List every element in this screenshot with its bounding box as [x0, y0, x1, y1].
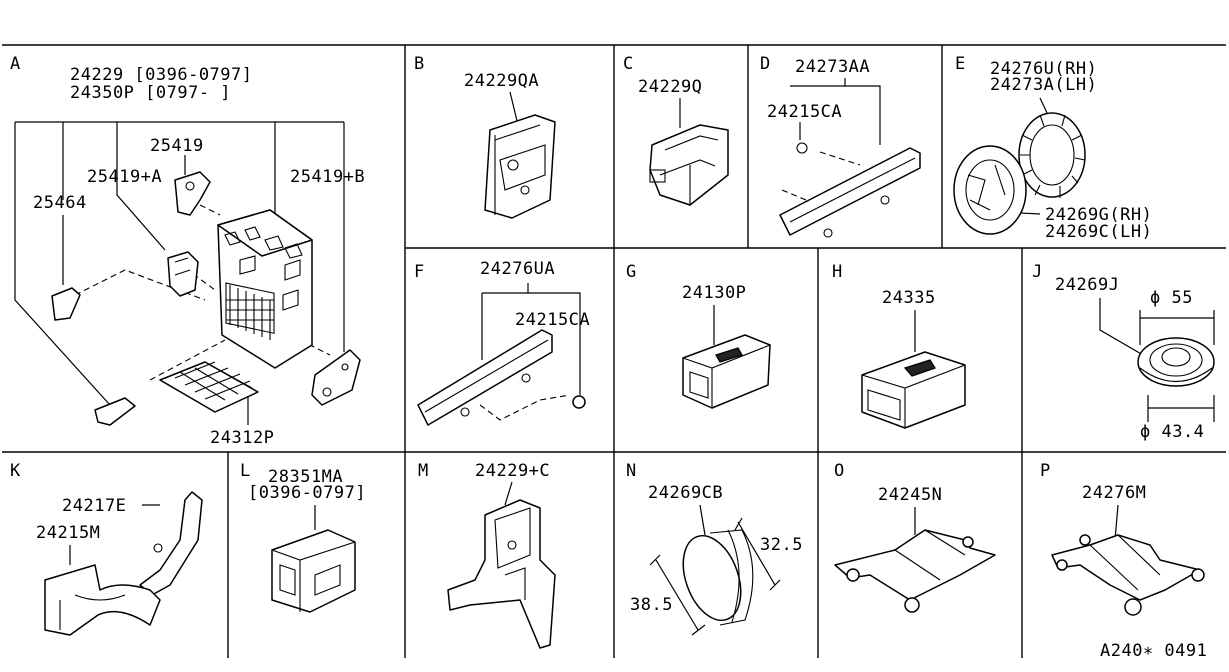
clamp-24215m	[44, 564, 161, 636]
fuse-25464	[51, 287, 81, 321]
relay-25419	[174, 171, 211, 216]
part-label: 25464	[33, 193, 87, 213]
section-letter: O	[834, 461, 844, 481]
section-letter: J	[1032, 262, 1042, 282]
section-letter: D	[760, 54, 770, 74]
grommet-ring-24276u	[1018, 112, 1086, 198]
section-d: D 24273AA 24215CA	[760, 54, 921, 238]
part-label: 24273A(LH)	[990, 75, 1097, 95]
part-label: 24130P	[682, 283, 746, 303]
section-a: A 24229 [0396-0797] 24350P [0797- ] 2541…	[10, 54, 365, 448]
diagram-id: A240∗ 0491	[1100, 641, 1207, 661]
part-label: 24273AA	[795, 57, 870, 77]
section-letter: C	[623, 54, 633, 74]
dimension-label: ϕ 55	[1150, 288, 1193, 308]
section-letter: P	[1040, 461, 1050, 481]
section-letter: E	[955, 54, 965, 74]
section-o: O 24245N	[834, 461, 996, 613]
section-letter: B	[414, 54, 424, 74]
clip-part	[94, 397, 136, 426]
dimension-label: 38.5	[630, 595, 673, 615]
section-letter: M	[418, 461, 428, 481]
part-label: 24312P	[210, 428, 274, 448]
part-label: 25419	[150, 136, 204, 156]
part-label: 24215CA	[515, 310, 590, 330]
bracket-24217e	[139, 491, 203, 596]
section-n: N 24269CB 32.5 38.5	[626, 461, 803, 636]
section-k: K 24217E 24215M	[10, 461, 203, 636]
dimension-label: 32.5	[760, 535, 803, 555]
section-h: H 24335	[832, 262, 966, 429]
grommet-ring-24269g	[953, 145, 1027, 235]
part-label: 24215M	[36, 523, 100, 543]
part-label: 24217E	[62, 496, 126, 516]
part-label: 24276U(RH)	[990, 59, 1097, 79]
section-e: E 24276U(RH) 24273A(LH) 24269G(RH) 24269…	[953, 54, 1152, 242]
bracket-25419-b	[311, 349, 361, 406]
part-label: 24276M	[1082, 483, 1146, 503]
fuse-block-24229	[217, 209, 313, 369]
part-label: 24245N	[878, 485, 942, 505]
part-label: [0396-0797]	[248, 483, 366, 503]
part-label: 24269CB	[648, 483, 723, 503]
section-letter: N	[626, 461, 636, 481]
connector-24335	[861, 351, 966, 429]
part-label: 24350P [0797- ]	[70, 83, 231, 103]
section-letter: K	[10, 461, 21, 481]
fuse-cover-24312p	[159, 361, 259, 413]
section-letter: A	[10, 54, 20, 74]
connector-24130p	[682, 334, 771, 409]
section-g: G 24130P	[626, 262, 771, 409]
part-label: 24229+C	[475, 461, 550, 481]
plug-24269cb	[682, 529, 754, 626]
part-label: 24269C(LH)	[1045, 222, 1152, 242]
grommet-24269j	[1137, 337, 1215, 387]
section-p: P 24276M	[1040, 461, 1205, 616]
section-b: B 24229QA	[414, 54, 556, 219]
bracket-24245n	[834, 529, 996, 613]
bracket-24276m	[1051, 534, 1205, 616]
part-label: 24229QA	[464, 71, 539, 91]
rail-24273aa	[779, 147, 921, 238]
part-label: 24229Q	[638, 77, 702, 97]
section-letter: F	[414, 262, 424, 282]
section-m: M 24229+C	[418, 461, 556, 649]
part-label: 24269J	[1055, 275, 1119, 295]
section-letter: G	[626, 262, 636, 282]
bracket-24229qa	[484, 114, 556, 219]
part-label: 28351MA	[268, 467, 343, 487]
section-j: J 24269J ϕ 55 ϕ 43.4	[1032, 262, 1215, 442]
part-label: 24269G(RH)	[1045, 205, 1152, 225]
relay-28351ma	[271, 529, 356, 613]
part-label: 25419+A	[87, 167, 162, 187]
panel-grid	[2, 44, 1226, 658]
part-label: 24335	[882, 288, 936, 308]
section-f: F 24276UA 24215CA	[414, 259, 590, 426]
relay-25419-a	[167, 251, 199, 297]
part-label: 24276UA	[480, 259, 555, 279]
section-l: L 28351MA [0396-0797]	[240, 461, 366, 613]
section-letter: L	[240, 461, 250, 481]
dimension-label: ϕ 43.4	[1140, 422, 1204, 442]
part-label: 24215CA	[767, 102, 842, 122]
section-letter: H	[832, 262, 842, 282]
bracket-24229-c	[447, 499, 556, 649]
section-c: C 24229Q	[623, 54, 729, 206]
holder-24229q	[649, 124, 729, 206]
part-label: 25419+B	[290, 167, 365, 187]
rail-24276ua	[417, 329, 553, 426]
part-label: 24229 [0396-0797]	[70, 65, 253, 85]
